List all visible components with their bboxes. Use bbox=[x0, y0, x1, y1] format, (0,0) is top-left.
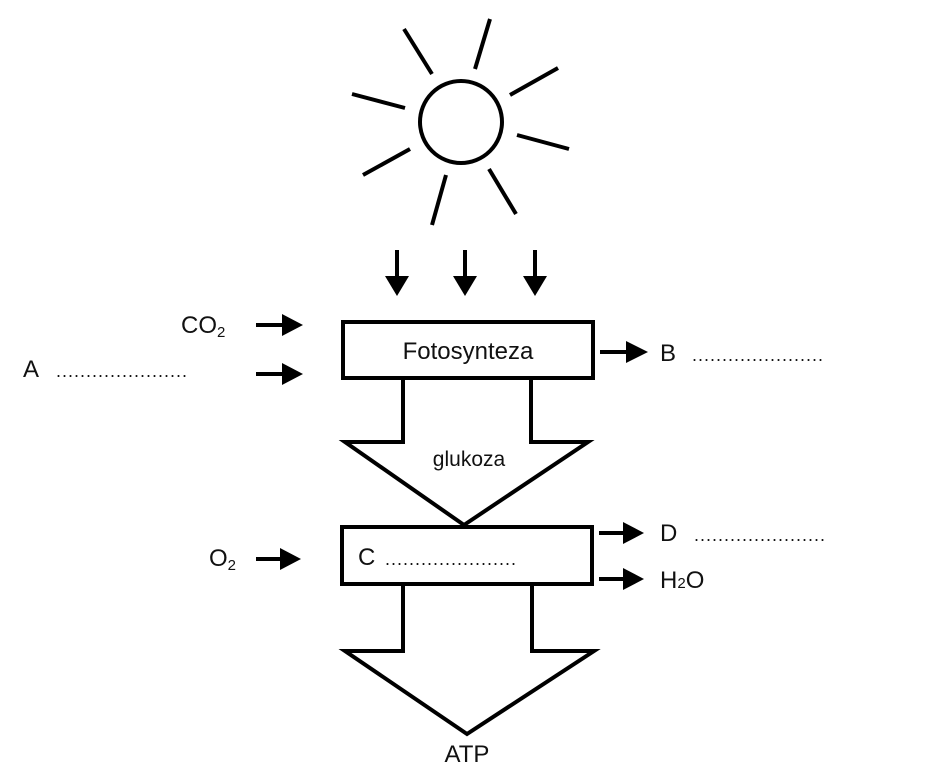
output-h2o: H2O bbox=[599, 567, 704, 594]
light-arrow-icon bbox=[523, 250, 547, 296]
arrow-right-icon bbox=[256, 548, 301, 570]
input-o2: O2 bbox=[209, 545, 301, 574]
glucose-label: glukoza bbox=[433, 448, 506, 471]
svg-text:D: D bbox=[660, 520, 677, 547]
atp-label: ATP bbox=[445, 741, 490, 768]
output-d: D ...................... bbox=[599, 520, 826, 547]
svg-text:H2O: H2O bbox=[660, 567, 704, 594]
light-arrow-icon bbox=[453, 250, 477, 296]
light-arrow-icon bbox=[385, 250, 409, 296]
input-co2: CO2 bbox=[181, 312, 303, 341]
blank-d: ...................... bbox=[694, 525, 826, 545]
glucose-flow-arrow: glukoza bbox=[338, 380, 595, 528]
blank-c: ...................... bbox=[385, 549, 517, 569]
atp-flow-arrow bbox=[338, 586, 601, 737]
photosynthesis-label: Fotosynteza bbox=[403, 338, 534, 365]
light-arrows bbox=[385, 250, 547, 296]
svg-text:O2: O2 bbox=[209, 545, 236, 574]
arrow-right-icon bbox=[256, 314, 303, 336]
svg-text:CO2: CO2 bbox=[181, 312, 225, 341]
svg-text:A: A bbox=[23, 356, 39, 383]
blank-b: ...................... bbox=[692, 345, 824, 365]
blank-a: ...................... bbox=[56, 361, 188, 381]
process-c-label: C bbox=[358, 544, 375, 571]
respiration-box: C ...................... bbox=[340, 525, 594, 586]
svg-text:B: B bbox=[660, 340, 676, 367]
arrow-right-icon bbox=[600, 341, 648, 363]
arrow-right-icon bbox=[599, 522, 644, 544]
sun-icon bbox=[351, 18, 570, 226]
photosynthesis-box: Fotosynteza bbox=[341, 320, 595, 380]
output-b: B ...................... bbox=[600, 340, 824, 367]
arrow-right-icon bbox=[256, 363, 303, 385]
arrow-right-icon bbox=[599, 568, 644, 590]
input-a: A ...................... bbox=[23, 356, 303, 385]
